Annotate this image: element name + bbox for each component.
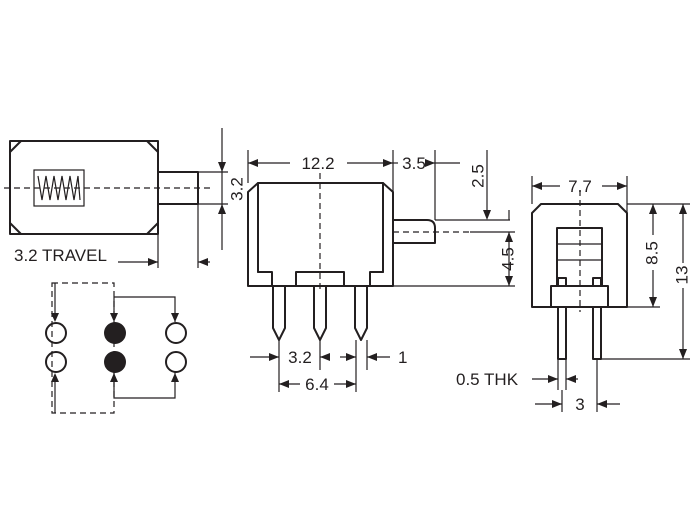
front-actuator <box>392 219 436 244</box>
front-pin-3 <box>354 285 368 341</box>
top-view: 3.2 3.2 TRAVEL <box>4 128 246 268</box>
pin-span-label: 6.4 <box>305 375 329 394</box>
front-width-label: 12.2 <box>301 154 334 173</box>
front-view: 12.2 3.5 2.5 4.5 3.2 1 <box>247 150 517 394</box>
pin-thk-gap-label: 1 <box>398 348 407 367</box>
end-height-label: 8.5 <box>642 241 661 265</box>
contact-open-4 <box>165 351 187 373</box>
thickness-label: 0.5 THK <box>456 370 519 389</box>
actuator-offset-label: 2.5 <box>468 164 487 188</box>
front-pin-2 <box>313 285 327 341</box>
actuator-pos-label: 4.5 <box>498 247 517 271</box>
end-pin-left <box>557 306 567 360</box>
circuit-schematic <box>45 282 187 414</box>
end-view: 7.7 8.5 13 0.5 THK 3 <box>456 176 691 414</box>
side-height-label: 3.2 <box>227 177 246 201</box>
contact-open-3 <box>45 351 67 373</box>
contact-common-2 <box>104 351 126 373</box>
total-height-label: 13 <box>672 266 691 285</box>
front-pin-1 <box>272 285 286 341</box>
end-width-label: 7.7 <box>568 177 592 196</box>
actuator-length-label: 3.5 <box>402 154 426 173</box>
travel-label: 3.2 TRAVEL <box>14 246 107 265</box>
end-pin-spacing-label: 3 <box>575 395 584 414</box>
contact-open-2 <box>165 322 187 344</box>
contact-common-1 <box>104 322 126 344</box>
end-pin-right <box>592 306 602 360</box>
contact-open-1 <box>45 322 67 344</box>
schematic-dashed-loop <box>51 282 115 414</box>
top-view-corners <box>9 140 159 235</box>
pin-spacing-label: 3.2 <box>288 348 312 367</box>
